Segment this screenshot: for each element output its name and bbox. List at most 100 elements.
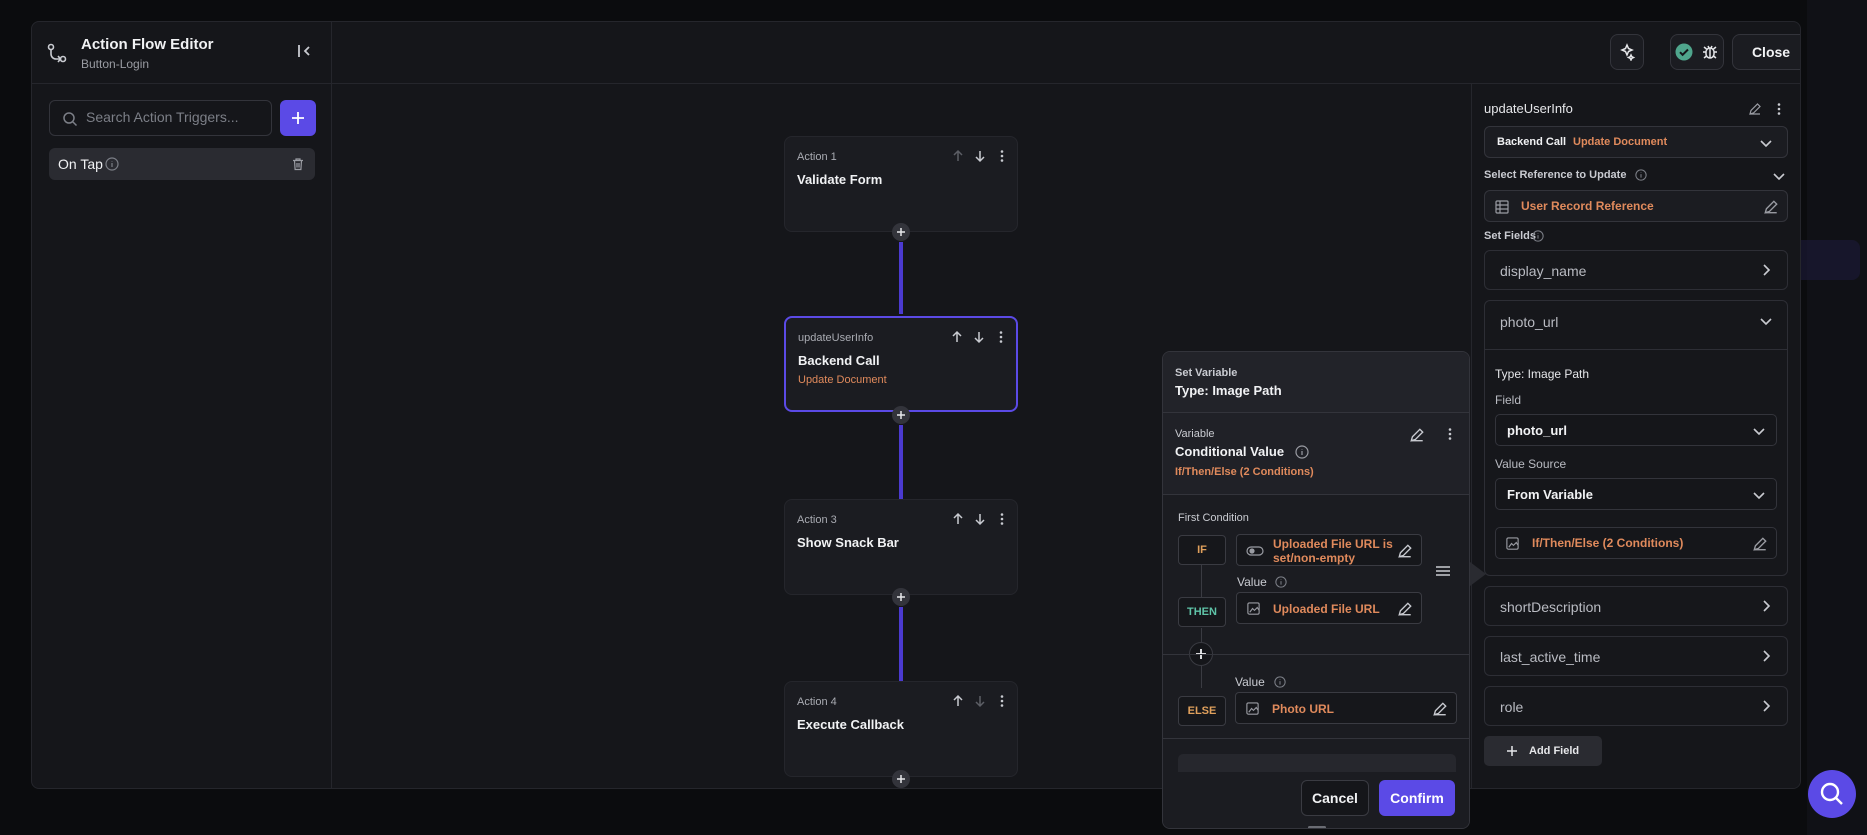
more-vertical-icon[interactable] bbox=[995, 149, 1009, 163]
more-vertical-icon[interactable] bbox=[995, 694, 1009, 708]
edit-icon[interactable] bbox=[1763, 199, 1779, 215]
action-node-label: updateUserInfo bbox=[798, 332, 874, 344]
more-vertical-icon[interactable] bbox=[1772, 102, 1786, 116]
action-node-show-snack-bar[interactable]: Action 3 Show Snack Bar bbox=[784, 499, 1018, 595]
variable-section[interactable]: Variable Conditional Value If/Then/Else … bbox=[1163, 412, 1469, 495]
info-icon bbox=[1274, 676, 1286, 688]
action-node-execute-callback[interactable]: Action 4 Execute Callback bbox=[784, 681, 1018, 777]
move-up-icon[interactable] bbox=[950, 330, 964, 344]
search-action-triggers-input[interactable] bbox=[86, 109, 266, 125]
field-display-name[interactable]: display_name bbox=[1484, 250, 1788, 290]
else-badge: ELSE bbox=[1178, 696, 1226, 726]
field-name: last_active_time bbox=[1500, 649, 1601, 665]
value-source-select[interactable]: From Variable bbox=[1495, 478, 1777, 510]
field-role[interactable]: role bbox=[1484, 686, 1788, 726]
resize-handle[interactable] bbox=[1308, 826, 1326, 828]
action-node-validate-form[interactable]: Action 1 Validate Form bbox=[784, 136, 1018, 232]
if-condition-field[interactable]: Uploaded File URL is set/non-empty bbox=[1236, 534, 1422, 566]
add-action-button[interactable] bbox=[892, 223, 910, 241]
search-box bbox=[49, 100, 272, 136]
add-action-button[interactable] bbox=[892, 406, 910, 424]
divider bbox=[1163, 654, 1469, 655]
else-value-field[interactable]: Photo URL bbox=[1235, 692, 1457, 724]
move-up-icon[interactable] bbox=[951, 149, 965, 163]
validation-debug-button[interactable] bbox=[1670, 34, 1724, 70]
info-icon bbox=[1635, 169, 1647, 181]
collapse-panel-icon[interactable] bbox=[296, 42, 314, 60]
chevron-right-icon bbox=[1763, 264, 1771, 276]
edit-icon[interactable] bbox=[1397, 543, 1413, 559]
info-icon bbox=[1275, 576, 1287, 588]
confirm-button[interactable]: Confirm bbox=[1379, 780, 1455, 816]
move-up-icon[interactable] bbox=[951, 694, 965, 708]
sparkle-brain-icon bbox=[1620, 43, 1636, 61]
trash-icon[interactable] bbox=[291, 157, 305, 171]
value-source-label: Value Source bbox=[1495, 457, 1567, 471]
field-name: shortDescription bbox=[1500, 599, 1602, 615]
plus-icon bbox=[897, 775, 905, 783]
help-search-button[interactable] bbox=[1808, 770, 1856, 818]
image-icon bbox=[1247, 602, 1260, 615]
more-vertical-icon[interactable] bbox=[995, 512, 1009, 526]
plus-icon bbox=[897, 593, 905, 601]
field-name: role bbox=[1500, 699, 1524, 715]
move-down-icon[interactable] bbox=[973, 512, 987, 526]
add-trigger-button[interactable] bbox=[280, 100, 316, 136]
edit-icon[interactable] bbox=[1752, 536, 1768, 552]
then-value-field[interactable]: Uploaded File URL bbox=[1236, 592, 1422, 624]
move-down-icon[interactable] bbox=[973, 149, 987, 163]
action-node-backend-call[interactable]: updateUserInfo Backend Call Update Docum… bbox=[784, 316, 1018, 412]
info-icon bbox=[1532, 230, 1544, 242]
reference-field[interactable]: User Record Reference bbox=[1484, 190, 1788, 222]
action-type-dropdown[interactable]: Backend Call Update Document bbox=[1484, 126, 1788, 158]
more-vertical-icon[interactable] bbox=[1443, 427, 1457, 441]
field-short-description[interactable]: shortDescription bbox=[1484, 586, 1788, 626]
field-name[interactable]: photo_url bbox=[1500, 314, 1559, 330]
chevron-down-icon[interactable] bbox=[1759, 314, 1773, 328]
action-node-subtitle: Update Document bbox=[798, 374, 887, 386]
cancel-button[interactable]: Cancel bbox=[1301, 780, 1369, 816]
check-circle-icon bbox=[1675, 43, 1693, 61]
drag-reorder-icon[interactable] bbox=[1435, 564, 1451, 578]
move-down-icon[interactable] bbox=[972, 330, 986, 344]
field-select-value: photo_url bbox=[1507, 423, 1567, 438]
then-value-label: Value bbox=[1237, 575, 1267, 589]
add-action-button[interactable] bbox=[892, 588, 910, 606]
add-field-button[interactable]: Add Field bbox=[1484, 736, 1602, 766]
chevron-down-icon[interactable] bbox=[1772, 169, 1786, 183]
move-down-icon[interactable] bbox=[973, 694, 987, 708]
popup-header: Set Variable Type: Image Path bbox=[1163, 352, 1469, 412]
then-value: Uploaded File URL bbox=[1273, 602, 1380, 616]
popup-footer: Cancel Confirm bbox=[1163, 772, 1469, 828]
edit-icon[interactable] bbox=[1748, 102, 1762, 116]
flow-connector bbox=[899, 242, 903, 314]
chevron-down-icon bbox=[1753, 492, 1765, 500]
trigger-on-tap[interactable]: On Tap bbox=[49, 148, 315, 180]
image-icon bbox=[1506, 537, 1519, 550]
field-last-active-time[interactable]: last_active_time bbox=[1484, 636, 1788, 676]
action-node-name: Backend Call bbox=[798, 353, 880, 368]
chevron-right-icon bbox=[1763, 700, 1771, 712]
move-up-icon[interactable] bbox=[951, 512, 965, 526]
trigger-label: On Tap bbox=[58, 156, 103, 172]
confirm-button-label: Confirm bbox=[1390, 790, 1444, 806]
more-vertical-icon[interactable] bbox=[994, 330, 1008, 344]
add-action-button[interactable] bbox=[892, 770, 910, 788]
reference-value: User Record Reference bbox=[1521, 199, 1654, 213]
variable-value-field[interactable]: If/Then/Else (2 Conditions) bbox=[1495, 527, 1777, 559]
edit-icon[interactable] bbox=[1432, 701, 1448, 717]
chevron-right-icon bbox=[1763, 600, 1771, 612]
flow-connector bbox=[899, 425, 903, 519]
action-node-name: Execute Callback bbox=[797, 717, 904, 732]
close-button-label: Close bbox=[1751, 44, 1791, 60]
edit-icon[interactable] bbox=[1409, 427, 1425, 443]
popup-pointer bbox=[1470, 562, 1486, 586]
ai-assist-button[interactable] bbox=[1610, 34, 1644, 70]
close-button[interactable]: Close bbox=[1732, 34, 1800, 70]
action-name: updateUserInfo bbox=[1484, 101, 1573, 116]
field-select[interactable]: photo_url bbox=[1495, 414, 1777, 446]
edit-icon[interactable] bbox=[1397, 601, 1413, 617]
else-value-label: Value bbox=[1235, 675, 1265, 689]
triggers-panel: On Tap bbox=[32, 84, 332, 788]
action-flow-editor-modal: Action Flow Editor Button-Login Close bbox=[31, 21, 1801, 789]
